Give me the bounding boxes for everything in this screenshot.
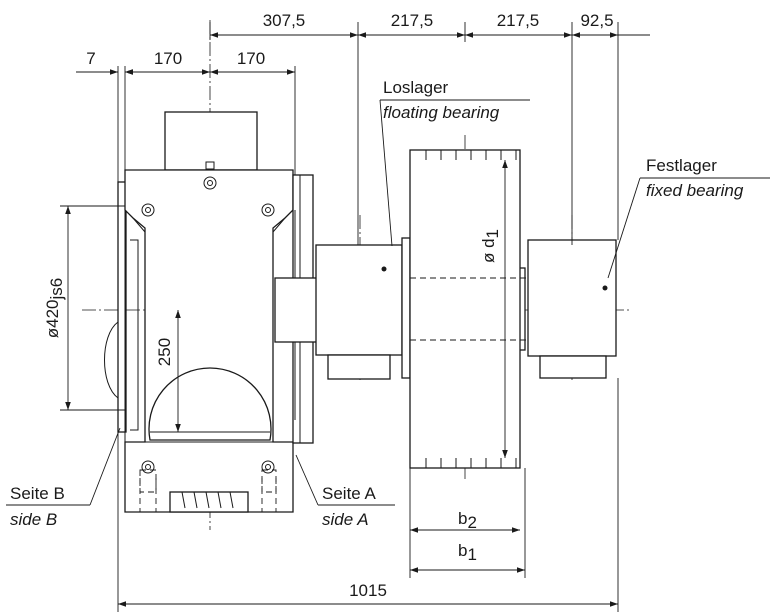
- dim-diameter-d1-value: ø d: [479, 238, 498, 263]
- gearbox-housing: [104, 111, 314, 513]
- dim-92-5: 92,5: [580, 11, 613, 30]
- label-floating-bearing: floating bearing: [383, 103, 500, 122]
- dim-250: 250: [155, 338, 174, 366]
- label-fixed-bearing: fixed bearing: [646, 181, 744, 200]
- dim-b2-letter: b: [458, 509, 467, 528]
- dim-217-5-a: 217,5: [391, 11, 434, 30]
- bolt-holes: [141, 161, 275, 474]
- dim-7: 7: [86, 49, 95, 68]
- base-ribs: [181, 491, 234, 509]
- label-side-b: side B: [10, 510, 57, 529]
- dim-b1-sub: 1: [467, 545, 476, 564]
- dim-b1: b1: [458, 541, 477, 564]
- label-side-a: side A: [322, 510, 369, 529]
- dim-170-a: 170: [154, 49, 182, 68]
- dim-diameter-d1-sub: 1: [483, 229, 502, 238]
- fixed-bearing-center-dot: [602, 285, 608, 291]
- dim-217-5-b: 217,5: [497, 11, 540, 30]
- label-seite-b: Seite B: [10, 484, 65, 503]
- dim-b2: b2: [458, 509, 477, 532]
- floating-bearing-center-dot: [381, 266, 387, 272]
- label-loslager: Loslager: [383, 78, 449, 97]
- dim-b2-sub: 2: [467, 513, 476, 532]
- label-festlager: Festlager: [646, 156, 717, 175]
- label-seite-a: Seite A: [322, 484, 377, 503]
- dim-307-5: 307,5: [263, 11, 306, 30]
- shaft-assembly: [274, 149, 617, 469]
- dim-diameter-d1: ø d1: [479, 229, 502, 263]
- dim-diameter-420-value: ø420: [43, 299, 62, 338]
- dim-diameter-420-tolerance: js6: [47, 278, 66, 301]
- dim-diameter-420: ø420js6: [43, 278, 66, 338]
- leader-lines: [6, 99, 770, 506]
- drum-knurl-marks: [425, 150, 517, 468]
- dimension-lines: [60, 22, 650, 612]
- dim-b1-letter: b: [458, 541, 467, 560]
- dim-170-b: 170: [237, 49, 265, 68]
- dim-1015: 1015: [349, 581, 387, 600]
